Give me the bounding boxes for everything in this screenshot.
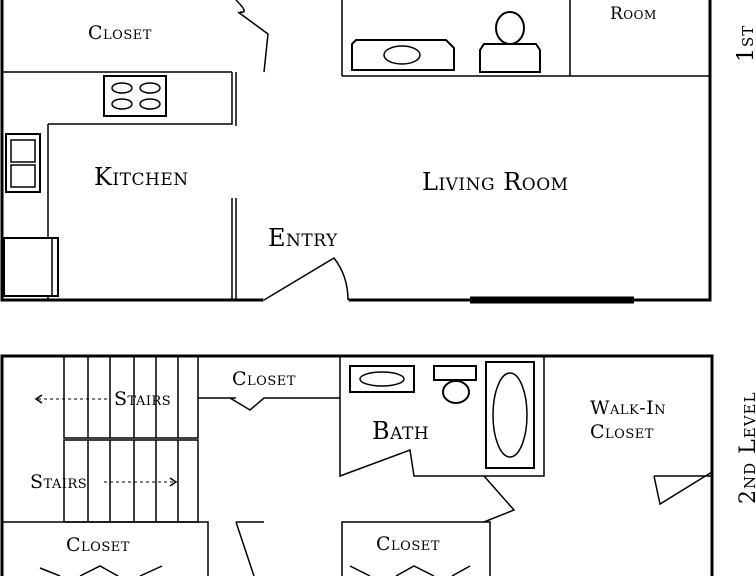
bathtub — [485, 361, 535, 469]
stairs-down-arrowhead — [169, 477, 178, 487]
closet-bottom-mid-doors — [349, 565, 471, 576]
stairs-up-arrowhead — [34, 394, 43, 404]
hall-door — [235, 521, 255, 576]
closet-top-label: Closet — [232, 368, 296, 390]
closet-bottom-mid-wall — [341, 521, 491, 576]
second-floor-plan — [0, 354, 714, 576]
closet-bottom-left-doors — [39, 565, 163, 576]
second-level-label: 2nd Level — [736, 391, 756, 504]
stairs-down-label: Stairs — [30, 471, 88, 493]
bath-label: Bath — [372, 417, 430, 445]
dryer — [479, 43, 541, 73]
closet-bottom-mid-label: Closet — [376, 533, 440, 555]
first-floor-plan — [0, 0, 712, 304]
dryer-vent — [495, 11, 525, 45]
first-level-label: 1st — [734, 24, 756, 62]
entry-label: Entry — [268, 224, 338, 252]
closet-bottom-left-wall — [2, 521, 209, 576]
walk-in-closet-label-line1: Walk-In — [590, 397, 667, 419]
bath-walls — [339, 356, 545, 478]
toilet-tank — [433, 365, 477, 381]
bath-door — [483, 475, 516, 523]
sink-basin — [10, 164, 36, 188]
tub-basin — [492, 372, 528, 458]
closet-label: Closet — [88, 22, 152, 44]
stove — [103, 75, 167, 117]
washer-drum — [383, 45, 421, 65]
burner — [139, 82, 161, 94]
toilet-bowl — [442, 380, 470, 404]
sink-basin — [10, 139, 36, 163]
stairs-upper — [63, 355, 199, 439]
burner — [111, 82, 133, 94]
closet-bottom-left-label: Closet — [66, 534, 130, 556]
burner — [139, 98, 161, 110]
washer — [351, 39, 455, 71]
closet-door — [235, 0, 269, 73]
closet-top-doors — [229, 397, 340, 411]
walk-in-closet-door — [653, 471, 713, 506]
bath-sink — [349, 365, 415, 393]
walk-in-closet-label-line2: Closet — [590, 421, 654, 443]
family-room-label: Room — [610, 4, 657, 24]
refrigerator — [3, 237, 59, 297]
burner — [111, 98, 133, 110]
kitchen-label: Kitchen — [94, 163, 189, 191]
living-room-label: Living Room — [422, 168, 569, 196]
stairs-up-label: Stairs — [114, 388, 172, 410]
entry-door — [263, 257, 349, 301]
sink-basin — [359, 371, 405, 387]
